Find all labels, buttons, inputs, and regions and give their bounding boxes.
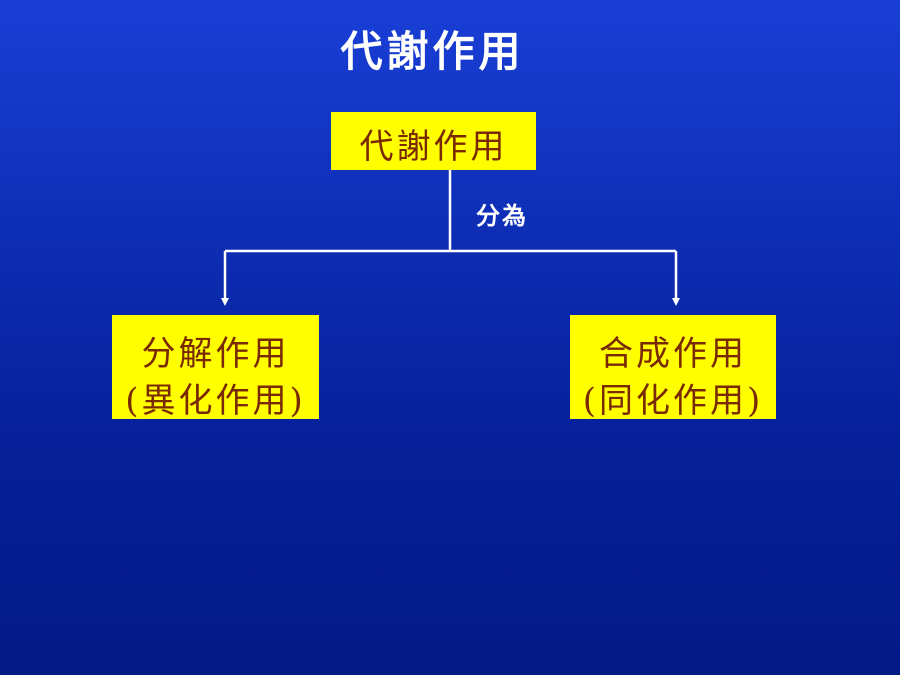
root-node-label: 代謝作用 <box>359 127 508 167</box>
edge-label: 分為 <box>476 201 528 230</box>
slide-title: 代謝作用 <box>340 27 525 76</box>
root-node-box: 代謝作用 <box>331 112 536 170</box>
anabolism-alt-label: (同化作用) <box>582 381 764 421</box>
anabolism-node-box: 合成作用 (同化作用) <box>570 315 776 419</box>
catabolism-alt-label: (異化作用) <box>125 381 306 421</box>
left-arrowhead <box>221 298 229 306</box>
catabolism-label: 分解作用 <box>141 334 290 374</box>
catabolism-node-box: 分解作用 (異化作用) <box>112 315 319 419</box>
right-arrowhead <box>672 298 680 306</box>
anabolism-label: 合成作用 <box>599 334 747 374</box>
